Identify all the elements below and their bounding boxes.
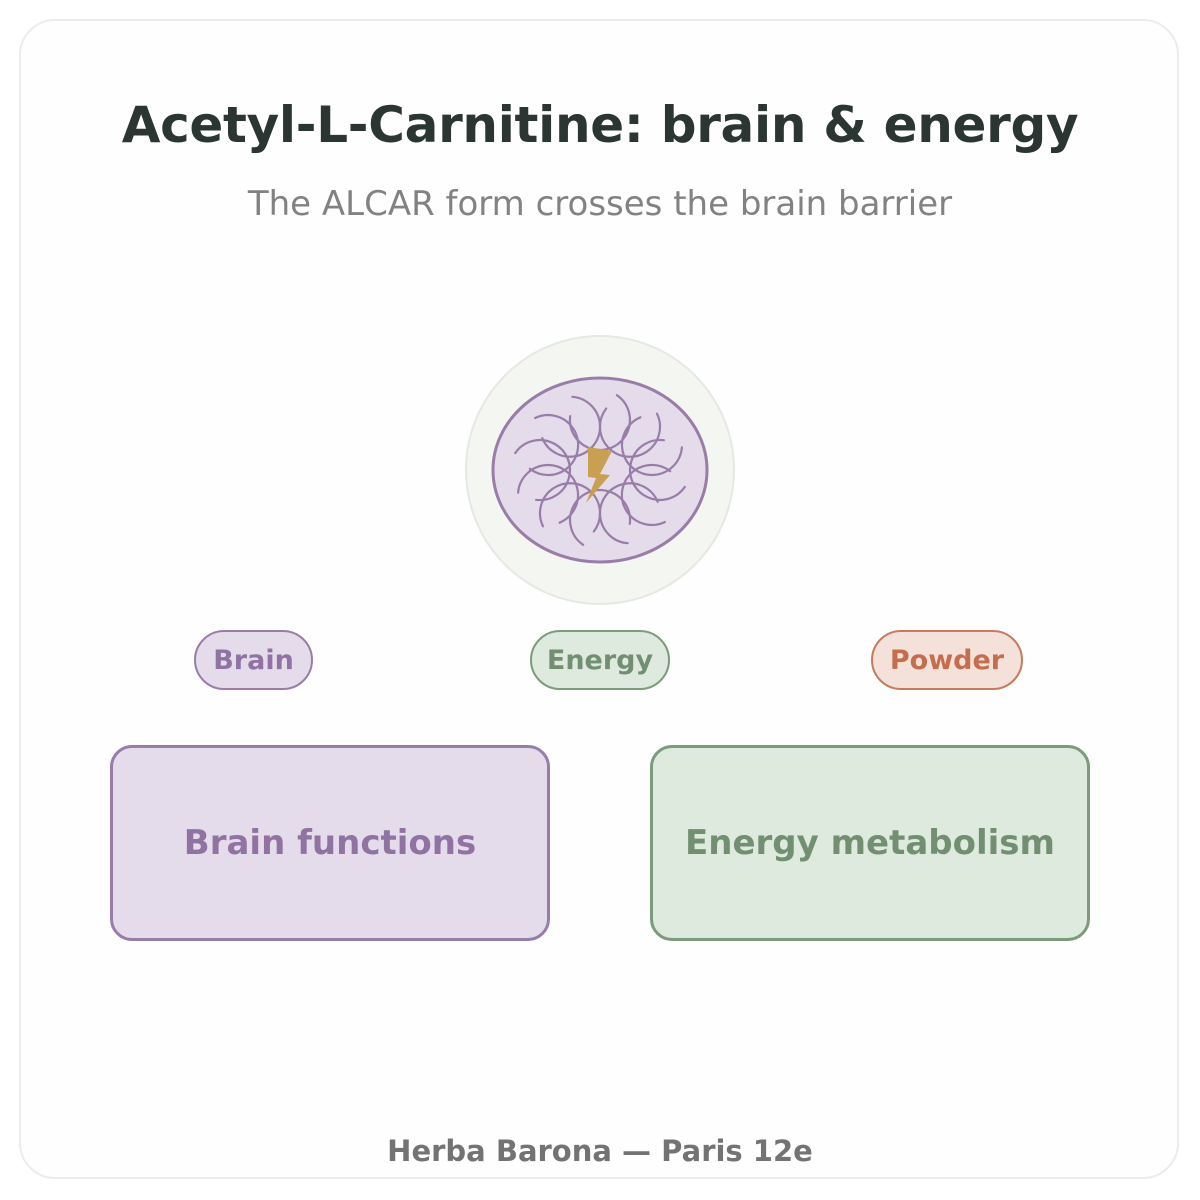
brain-swirl — [541, 395, 602, 458]
energy-metabolism-label: Energy metabolism — [685, 823, 1055, 863]
lightning-bolt-icon — [586, 447, 612, 503]
page-title: Acetyl-L-Carnitine: brain & energy — [121, 96, 1079, 154]
brain-swirl — [514, 439, 572, 502]
brain-swirl — [528, 413, 580, 477]
footer-credit: Herba Barona — Paris 12e — [387, 1134, 813, 1168]
brain-functions-box: Brain functions — [110, 745, 550, 941]
brain-swirl — [628, 438, 686, 501]
brain-swirl — [598, 407, 662, 458]
tag-powder: Powder — [871, 630, 1023, 690]
brain-swirl — [620, 416, 683, 477]
brain-swirl — [620, 463, 672, 527]
brain-swirl — [568, 394, 631, 452]
tag-brain: Brain — [194, 630, 313, 690]
brain-swirl — [569, 488, 632, 546]
energy-metabolism-box: Energy metabolism — [650, 745, 1090, 941]
brain-lightning-icon — [465, 335, 735, 605]
brain-emblem — [464, 334, 736, 606]
brain-functions-label: Brain functions — [183, 823, 477, 863]
page-subtitle: The ALCAR form crosses the brain barrier — [247, 184, 953, 224]
brain-swirl — [538, 482, 602, 533]
brain-swirl — [598, 482, 659, 545]
tag-energy: Energy — [530, 630, 670, 690]
